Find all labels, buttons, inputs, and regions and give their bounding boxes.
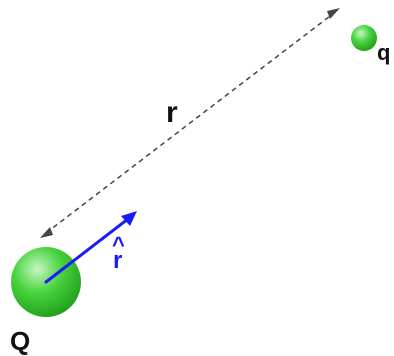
distance-label: r	[166, 96, 178, 129]
unit-vector-arrow	[44, 217, 130, 284]
distance-arrowhead-start	[40, 227, 53, 238]
source-charge-label: Q	[10, 326, 30, 356]
unit-vector-label: r	[113, 247, 122, 274]
test-charge-sphere	[351, 25, 377, 51]
distance-line	[45, 12, 335, 234]
unit-vector-arrowhead	[121, 211, 137, 226]
distance-arrowhead-end	[327, 8, 340, 19]
unit-vector-hat: ^	[112, 232, 125, 257]
test-charge-label: q	[377, 40, 390, 65]
